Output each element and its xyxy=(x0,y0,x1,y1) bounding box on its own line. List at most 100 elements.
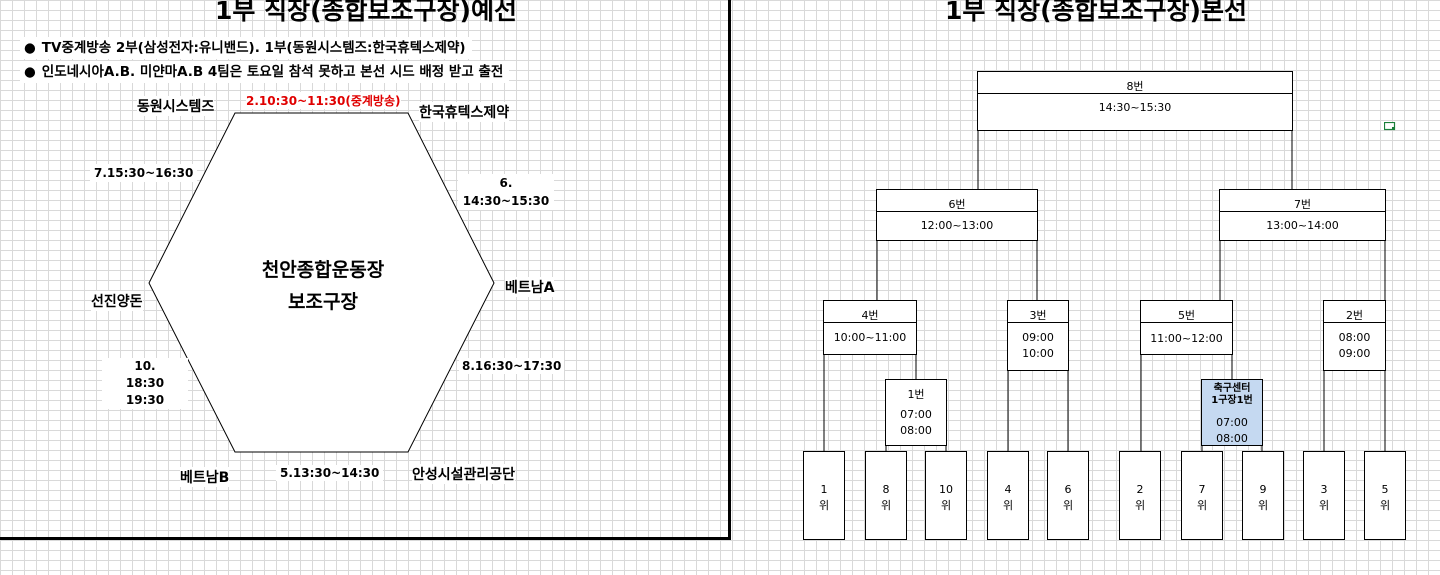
rank-number: 5 xyxy=(1381,483,1389,496)
match-4-num: 4번 xyxy=(861,309,879,322)
rank-number: 3 xyxy=(1320,483,1328,496)
schedule-m10-start: 18:30 xyxy=(125,376,165,390)
match-1: 1번 07:00 08:00 xyxy=(885,379,947,446)
match-1-time: 07:00 08:00 xyxy=(886,407,946,439)
venue-line2: 보조구장 xyxy=(288,291,358,313)
left-panel-frame xyxy=(0,0,731,540)
soccer-center-start: 07:00 xyxy=(1216,416,1248,429)
note-text: 인도네시아A.B. 미얀마A.B 4팀은 토요일 참석 못하고 본선 시드 배정… xyxy=(41,64,504,80)
match-8-time: 14:30~15:30 xyxy=(1098,101,1172,114)
match-6-num: 6번 xyxy=(948,198,966,211)
venue-name: 천안종합운동장 보조구장 xyxy=(238,254,408,318)
team-right: 베트남A xyxy=(505,277,555,297)
note-seed: ● 인도네시아A.B. 미얀마A.B 4팀은 토요일 참석 못하고 본선 시드 배… xyxy=(20,61,510,83)
match-7-num: 7번 xyxy=(1293,198,1312,211)
rank-unit: 위 xyxy=(1318,499,1330,512)
match-3-start: 09:00 xyxy=(1022,331,1054,344)
divider xyxy=(978,93,1292,94)
match-5: 5번 11:00~12:00 xyxy=(1140,300,1233,355)
rank-number: 8 xyxy=(882,483,890,496)
soccer-center-line2: 1구장1번 xyxy=(1211,395,1253,406)
match-6-time: 12:00~13:00 xyxy=(920,219,994,232)
schedule-m2-broadcast: 2.10:30~11:30(중계방송) xyxy=(246,92,401,109)
schedule-m6-time: 14:30~15:30 xyxy=(462,194,550,208)
right-title: 1부 직장(종합보조구장)본선 xyxy=(945,0,1247,25)
soccer-center-line1: 축구센터 xyxy=(1213,383,1251,394)
match-2-time: 08:00 09:00 xyxy=(1324,330,1385,362)
rank-number: 2 xyxy=(1136,483,1144,496)
match-2: 2번 08:00 09:00 xyxy=(1323,300,1386,371)
hexagon-diagram xyxy=(148,112,495,453)
rank-unit: 위 xyxy=(1002,499,1014,512)
bullet-icon: ● xyxy=(24,40,36,56)
match-4-time: 10:00~11:00 xyxy=(833,331,907,344)
match-3-time: 09:00 10:00 xyxy=(1008,330,1068,362)
match-8: 8번 14:30~15:30 xyxy=(977,71,1293,131)
divider xyxy=(1220,211,1385,212)
team-bottom-right: 안성시설관리공단 xyxy=(412,464,516,484)
rank-unit: 위 xyxy=(1196,499,1208,512)
match-8-num: 8번 xyxy=(1126,80,1144,93)
divider xyxy=(824,322,916,323)
rank-number: 10 xyxy=(939,483,953,496)
rank-unit: 위 xyxy=(1257,499,1269,512)
venue-line1: 천안종합운동장 xyxy=(261,259,385,281)
rank-number: 4 xyxy=(1004,483,1012,496)
match-7: 7번 13:00~14:00 xyxy=(1219,189,1386,241)
match-7-time: 13:00~14:00 xyxy=(1266,219,1339,232)
match-5-time: 11:00~12:00 xyxy=(1150,332,1223,345)
rank-number: 7 xyxy=(1198,483,1206,496)
match-2-end: 09:00 xyxy=(1338,347,1371,360)
schedule-m10-end: 19:30 xyxy=(125,393,165,407)
rank-number: 1 xyxy=(820,483,828,496)
schedule-m6-num: 6. xyxy=(499,176,513,190)
match-5-num: 5번 xyxy=(1177,309,1196,322)
soccer-center-end: 08:00 xyxy=(1216,432,1248,445)
match-1-start: 07:00 xyxy=(900,408,932,421)
venue-hexagon xyxy=(148,112,495,453)
match-6: 6번 12:00~13:00 xyxy=(876,189,1038,241)
match-4: 4번 10:00~11:00 xyxy=(823,300,917,355)
soccer-center-label: 축구센터 1구장1번 xyxy=(1202,383,1262,407)
note-broadcast: ● TV중계방송 2부(삼성전자:유니밴드). 1부(동원시스템즈:한국휴텍스제약… xyxy=(20,37,472,59)
team-top-right: 한국휴텍스제약 xyxy=(419,102,510,122)
match-1-num: 1번 xyxy=(907,388,925,401)
match-3-num: 3번 xyxy=(1029,309,1047,322)
rank-unit: 위 xyxy=(1379,499,1391,512)
left-title: 1부 직장(종합보조구장)예선 xyxy=(215,0,517,25)
schedule-m10: 10. 18:30 19:30 xyxy=(102,358,188,409)
match-soccer-center: 축구센터 1구장1번 07:00 08:00 xyxy=(1201,379,1263,446)
rank-unit: 위 xyxy=(818,499,830,512)
match-3-end: 10:00 xyxy=(1022,347,1054,360)
schedule-m6: 6. 14:30~15:30 xyxy=(458,174,554,210)
rank-unit: 위 xyxy=(880,499,892,512)
rank-number: 9 xyxy=(1259,483,1267,496)
rank-unit: 위 xyxy=(1134,499,1146,512)
schedule-m8: 8.16:30~17:30 xyxy=(459,358,565,374)
match-2-num: 2번 xyxy=(1345,309,1364,322)
rank-unit: 위 xyxy=(940,499,952,512)
comment-icon[interactable] xyxy=(1384,122,1396,131)
divider xyxy=(877,211,1037,212)
team-left: 선진양돈 xyxy=(91,291,143,311)
schedule-m10-num: 10. xyxy=(134,359,156,373)
note-text: TV중계방송 2부(삼성전자:유니밴드). 1부(동원시스템즈:한국휴텍스제약) xyxy=(41,40,466,56)
schedule-m5: 5.13:30~14:30 xyxy=(276,465,384,481)
team-top-left: 동원시스템즈 xyxy=(137,96,215,116)
rank-unit: 위 xyxy=(1062,499,1074,512)
team-bottom-left: 베트남B xyxy=(180,467,230,487)
divider xyxy=(1141,322,1232,323)
rank-box: 10 위 xyxy=(925,451,967,540)
match-1-end: 08:00 xyxy=(900,424,932,437)
bullet-icon: ● xyxy=(24,64,36,80)
rank-number: 6 xyxy=(1064,483,1072,496)
